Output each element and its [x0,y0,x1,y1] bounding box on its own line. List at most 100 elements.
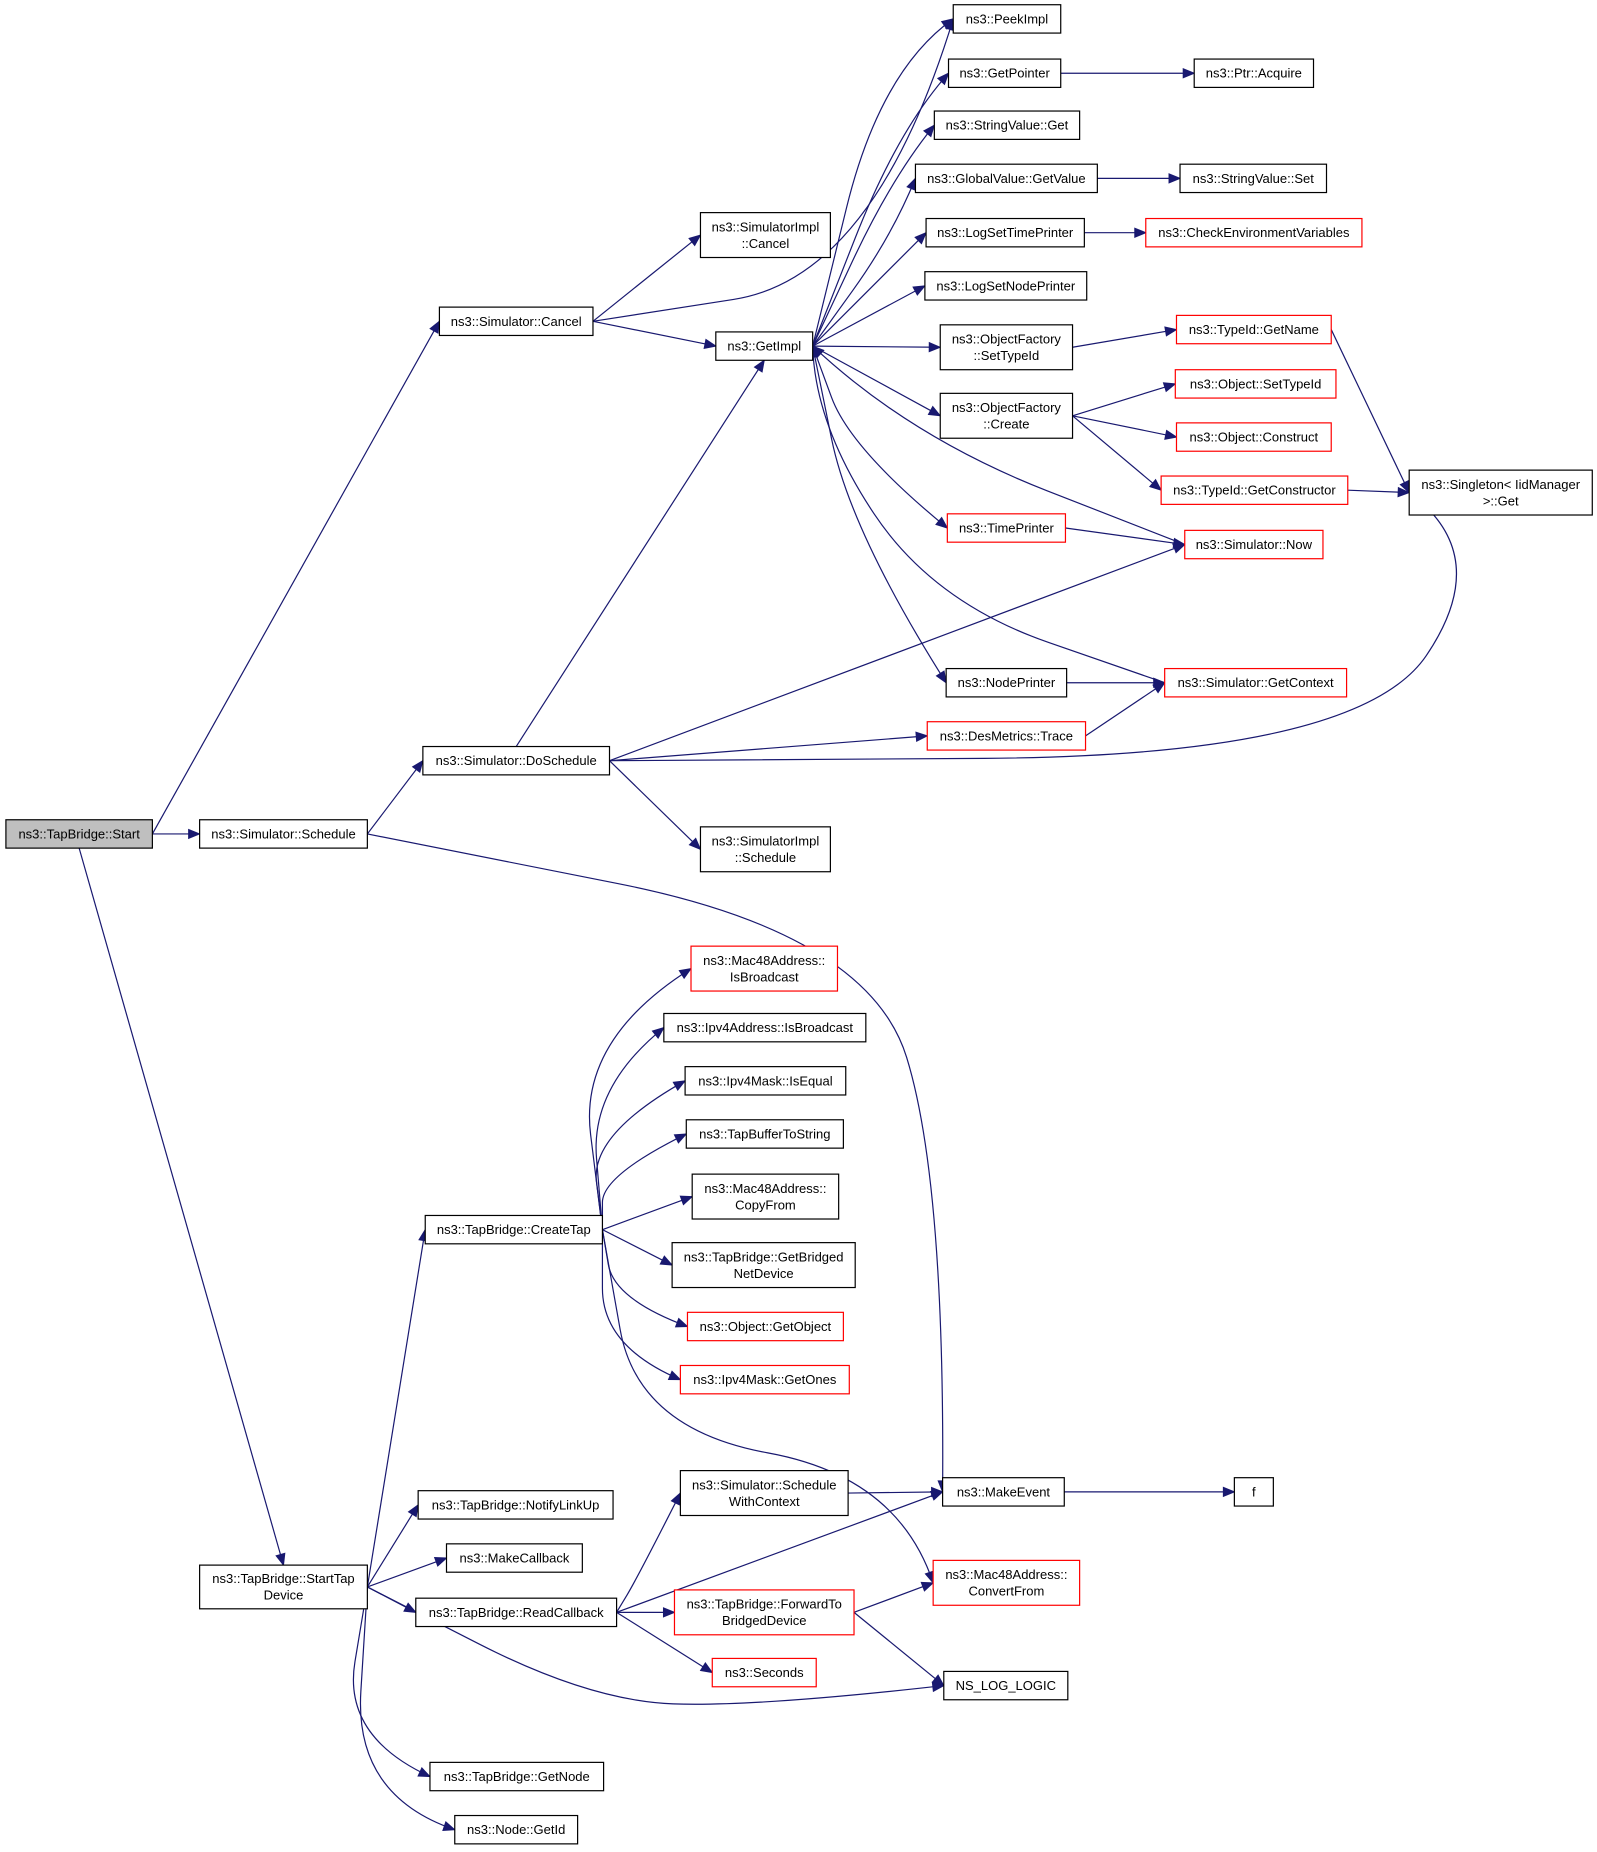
call-edges [78,17,1457,1831]
arrowhead-icon [679,1195,694,1206]
node-f[interactable]: f [1233,1477,1274,1507]
node-makecallback[interactable]: ns3::MakeCallback [445,1543,583,1573]
node-ipv4mask-getones[interactable]: ns3::Ipv4Mask::GetOnes [679,1364,850,1395]
node-label: ns3::Object::GetObject [700,1319,832,1334]
call-edge-of_create-to-typeid_getconstructor [1072,415,1163,492]
edge-line [601,1229,934,1584]
node-getpointer[interactable]: ns3::GetPointer [947,58,1062,89]
call-edge-start-to-sim_schedule [152,828,201,840]
node-logsettimeprinter[interactable]: ns3::LogSetTimePrinter [925,217,1085,248]
node-makeevent[interactable]: ns3::MakeEvent [942,1477,1065,1507]
node-box [932,1559,1081,1606]
node-mac48-isbroadcast[interactable]: ns3::Mac48Address::IsBroadcast [690,945,839,992]
arrowhead-icon [688,837,702,851]
node-ns-log-logic[interactable]: NS_LOG_LOGIC [943,1670,1069,1701]
node-box [686,1311,844,1342]
node-label: ::Create [983,417,1029,432]
node-getimpl[interactable]: ns3::GetImpl [715,331,814,361]
node-label: ns3::ObjectFactory [952,400,1062,415]
node-box [939,324,1074,371]
node-sim-now[interactable]: ns3::Simulator::Now [1184,529,1324,560]
node-object-settypeid[interactable]: ns3::Object::SetTypeId [1174,369,1337,399]
node-sim-getcontext[interactable]: ns3::Simulator::GetContext [1164,667,1348,698]
node-label: NS_LOG_LOGIC [956,1678,1056,1693]
node-notifylinkup[interactable]: ns3::TapBridge::NotifyLinkUp [417,1490,614,1520]
edge-line [609,735,928,762]
node-box [925,217,1085,248]
node-label: ns3::Ptr::Acquire [1206,66,1302,81]
node-logsetnodeprinter[interactable]: ns3::LogSetNodePrinter [924,271,1088,301]
node-getnode[interactable]: ns3::TapBridge::GetNode [429,1761,605,1792]
call-edge-makeevent-to-f [1064,1486,1236,1498]
edge-line [367,833,944,1492]
node-peekimpl[interactable]: ns3::PeekImpl [952,4,1062,34]
edge-line [1072,415,1162,491]
call-edge-start-to-sim_cancel [151,320,441,835]
node-label: ns3::Simulator::GetContext [1178,675,1334,690]
node-stringvalue-set[interactable]: ns3::StringValue::Set [1179,163,1328,194]
node-label: ns3::MakeCallback [460,1551,570,1566]
node-label: ns3::GetImpl [727,339,801,354]
edge-line [609,543,1185,762]
node-stringvalue-get[interactable]: ns3::StringValue::Get [933,110,1081,140]
node-label: CopyFrom [735,1197,796,1212]
arrowhead-icon [703,338,718,349]
node-object-construct[interactable]: ns3::Object::Construct [1175,422,1332,452]
node-nodeprinter[interactable]: ns3::NodePrinter [945,667,1068,698]
node-mac48-copyfrom[interactable]: ns3::Mac48Address::CopyFrom [691,1173,840,1220]
node-readcallback[interactable]: ns3::TapBridge::ReadCallback [415,1597,618,1628]
node-typeid-getname[interactable]: ns3::TypeId::GetName [1175,314,1332,345]
node-label: ns3::TapBridge::GetNode [444,1769,590,1784]
arrowhead-icon [1168,173,1182,184]
node-seconds[interactable]: ns3::Seconds [711,1657,817,1688]
node-doschedule[interactable]: ns3::Simulator::DoSchedule [422,745,611,776]
node-label: ns3::ObjectFactory [952,332,1062,347]
call-edge-of_settypeid-to-typeid_getname [1072,326,1178,348]
node-simimpl-schedule[interactable]: ns3::SimulatorImpl::Schedule [699,826,831,873]
call-edge-readcallback-to-seconds [616,1611,714,1674]
arrowhead-icon [931,1674,945,1687]
node-box [943,1670,1069,1701]
node-box [429,1761,605,1792]
node-start[interactable]: ns3::TapBridge::Start [5,819,153,849]
node-timeprinter[interactable]: ns3::TimePrinter [946,513,1067,543]
node-checkenv[interactable]: ns3::CheckEnvironmentVariables [1145,217,1363,248]
node-simimpl-cancel[interactable]: ns3::SimulatorImpl::Cancel [699,212,831,259]
node-sim-cancel[interactable]: ns3::Simulator::Cancel [438,306,594,337]
node-label: ns3::Ipv4Mask::IsEqual [698,1073,833,1088]
node-label: ns3::Simulator::Schedule [692,1477,837,1492]
node-node-getid[interactable]: ns3::Node::GetId [454,1814,579,1845]
node-label: ::SetTypeId [974,348,1040,363]
call-edge-getimpl-to-globalvalue_getvalue [812,177,916,347]
node-of-settypeid[interactable]: ns3::ObjectFactory::SetTypeId [939,324,1074,371]
node-label: ns3::TypeId::GetName [1189,322,1319,337]
node-mac48-convertfrom[interactable]: ns3::Mac48Address::ConvertFrom [932,1559,1081,1606]
node-of-create[interactable]: ns3::ObjectFactory::Create [939,392,1074,439]
node-desmetrics-trace[interactable]: ns3::DesMetrics::Trace [926,721,1087,751]
edge-line [588,968,692,1230]
call-edge-getimpl-to-stringvalue_get [812,124,936,347]
node-typeid-getconstructor[interactable]: ns3::TypeId::GetConstructor [1160,475,1349,505]
node-object-getobject[interactable]: ns3::Object::GetObject [686,1311,844,1342]
node-ipv4mask-isequal[interactable]: ns3::Ipv4Mask::IsEqual [684,1066,847,1096]
arrowhead-icon [915,731,929,743]
node-label: ns3::TapBridge::CreateTap [437,1222,591,1237]
node-box [1160,475,1349,505]
node-box [1193,58,1315,89]
node-ipv4addr-isbroadcast[interactable]: ns3::Ipv4Address::IsBroadcast [663,1012,867,1043]
node-box [679,1470,849,1517]
node-createtap[interactable]: ns3::TapBridge::CreateTap [424,1214,604,1245]
node-ptr-acquire[interactable]: ns3::Ptr::Acquire [1193,58,1315,89]
edge-line [601,1133,687,1230]
node-sim-schedule[interactable]: ns3::Simulator::Schedule [199,819,368,849]
node-singleton-get[interactable]: ns3::Singleton< IidManager >::Get [1408,469,1593,516]
node-tapbuffertostring[interactable]: ns3::TapBufferToString [685,1119,844,1149]
edge-line [812,345,941,348]
node-globalvalue-getvalue[interactable]: ns3::GlobalValue::GetValue [914,163,1098,194]
arrowhead-icon [914,231,928,245]
